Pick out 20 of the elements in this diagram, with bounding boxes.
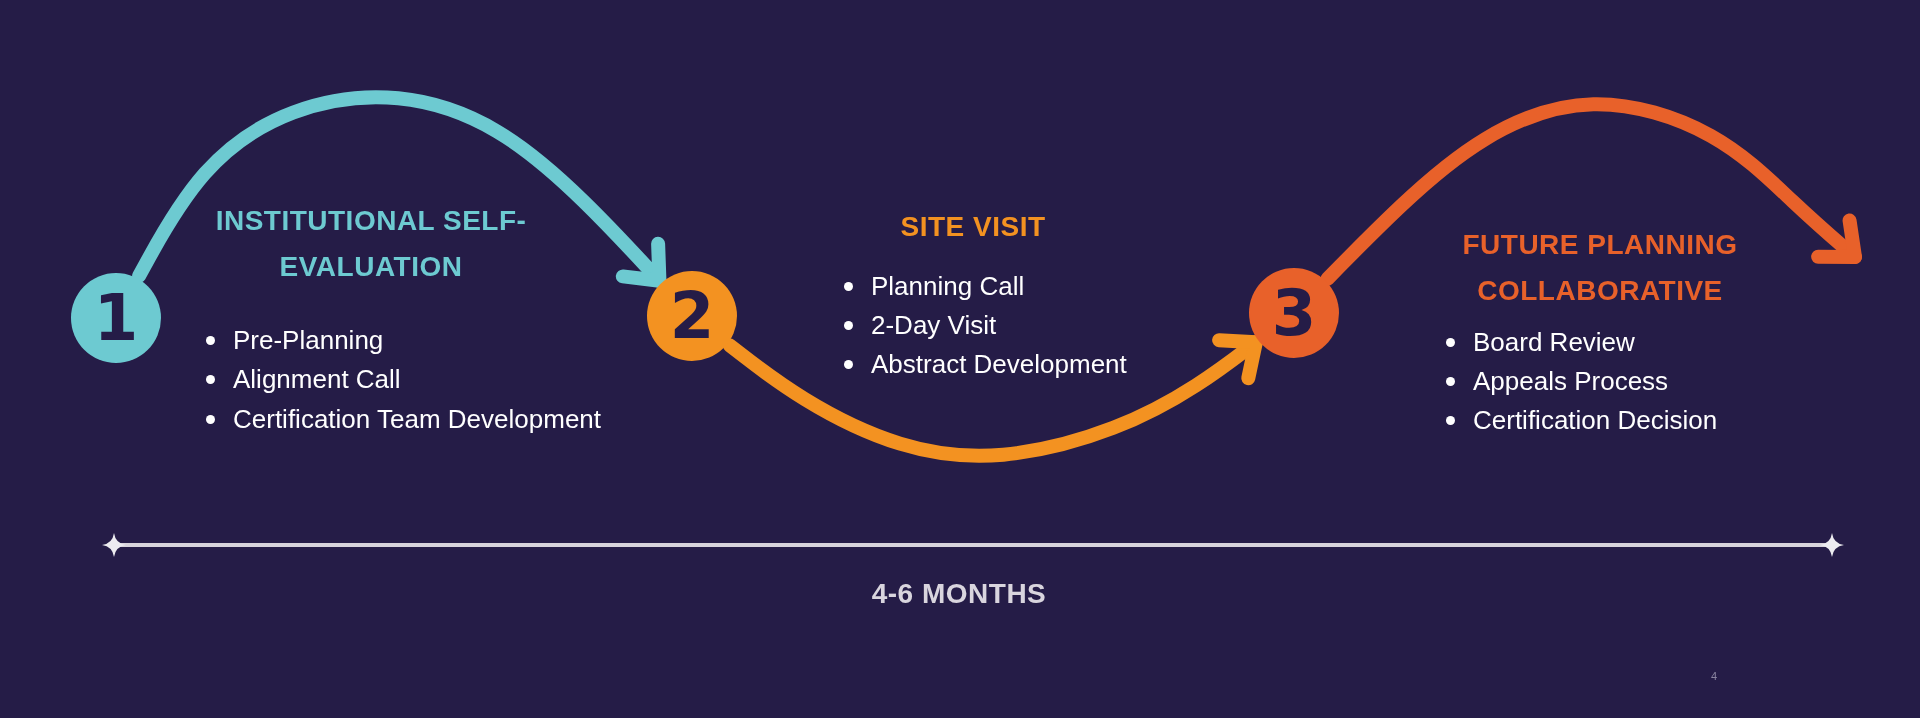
curved-arrow <box>132 90 667 288</box>
bullet-text: Appeals Process <box>1473 365 1669 397</box>
page-number: 4 <box>1709 670 1719 682</box>
stage-heading: INSTITUTIONAL SELF-EVALUATION <box>214 204 528 284</box>
bullet-text: Board Review <box>1473 326 1635 358</box>
step-number-circle: 2 <box>647 271 737 361</box>
bullet-text: Abstract Development <box>871 348 1127 380</box>
curved-arrow <box>722 333 1263 463</box>
step-number-circle: 3 <box>1249 268 1339 358</box>
bullet-text: Certification Decision <box>1473 404 1718 436</box>
bullet-text: 2-Day Visit <box>871 309 997 341</box>
duration-label: 4-6 MONTHS <box>870 578 1048 610</box>
bullet-text: Certification Team Development <box>233 403 602 435</box>
curved-arrow <box>1320 97 1862 286</box>
bullet-text: Planning Call <box>871 270 1025 302</box>
bullet-text: Alignment Call <box>233 363 401 395</box>
bullet-text: Pre-Planning <box>233 324 384 356</box>
step-number-circle: 1 <box>71 273 161 363</box>
stage-heading: FUTURE PLANNING COLLABORATIVE <box>1461 228 1739 308</box>
stage-heading: SITE VISIT <box>899 210 1047 244</box>
